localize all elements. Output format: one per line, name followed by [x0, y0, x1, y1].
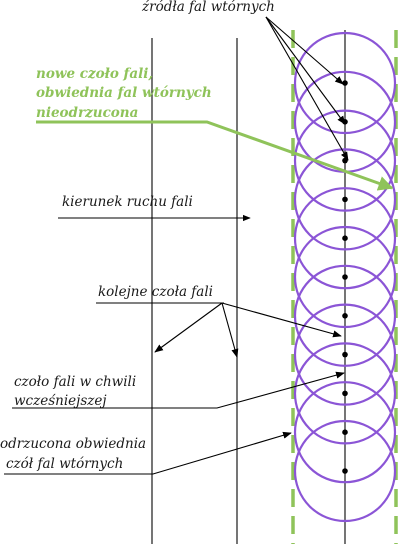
label-new-front-line-2: obwiednia fal wtórnych — [36, 85, 212, 101]
secondary-wavelet-circle — [293, 225, 397, 329]
label-new-front-line-3: nieodrzucona — [36, 105, 138, 121]
label-rejected-envelope-line-1: odrzucona obwiednia — [0, 436, 146, 452]
secondary-wavelet-circle — [293, 342, 397, 445]
label-successive-fronts: kolejne czoła fali — [98, 284, 213, 300]
pointer-earlier-front — [12, 371, 345, 409]
secondary-source-dot — [342, 274, 348, 280]
pointer-source-1 — [265, 16, 344, 85]
secondary-source-dot — [342, 351, 348, 358]
secondary-wavelet-circle — [293, 303, 397, 406]
secondary-wavelet-circle — [293, 381, 397, 484]
secondary-wavelet-circle — [293, 109, 397, 212]
secondary-source-dot — [342, 313, 348, 319]
secondary-wavelet-circle — [293, 187, 397, 290]
secondary-wavelet-circle — [293, 148, 397, 251]
label-rejected-envelope-line-2: czół fal wtórnych — [6, 456, 123, 472]
green-pointer-new-front — [36, 120, 394, 191]
pointer-rejected-envelope — [4, 431, 292, 475]
pointer-source-3 — [265, 16, 349, 161]
pointer-front-3 — [221, 302, 342, 338]
secondary-wavelets — [293, 31, 397, 523]
secondary-source-dot — [342, 429, 348, 436]
secondary-source-dot — [342, 80, 348, 86]
label-new-front-line-1: nowe czoło fali, — [36, 66, 153, 82]
secondary-wavelet-circle — [293, 419, 397, 523]
pointer-front-2 — [221, 302, 239, 358]
pointer-source-2 — [265, 16, 346, 125]
label-propagation-direction: kierunek ruchu fali — [62, 194, 193, 210]
secondary-source-dot — [342, 390, 348, 397]
secondary-source-dot — [342, 196, 348, 203]
secondary-wavelet-circle — [293, 31, 397, 135]
label-secondary-sources: źródła fal wtórnych — [141, 0, 275, 15]
pointer-front-1 — [154, 302, 223, 353]
label-earlier-front-line-1: czoło fali w chwili — [14, 374, 136, 390]
secondary-source-dot — [342, 235, 348, 241]
secondary-wavelet-circle — [293, 264, 397, 367]
secondary-source-dot — [342, 468, 348, 474]
label-earlier-front-line-2: wcześniejszej — [14, 393, 107, 409]
